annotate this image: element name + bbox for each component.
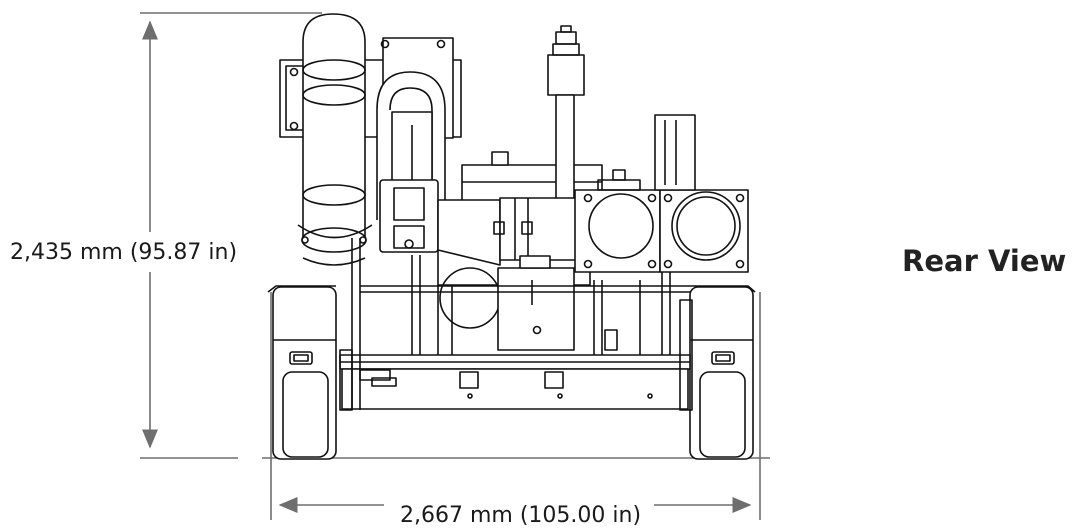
intake-pipe <box>297 13 373 266</box>
chassis-frame <box>339 238 693 411</box>
right-wheel <box>689 286 754 460</box>
left-wheel <box>272 286 337 460</box>
machine-outline <box>267 13 756 460</box>
connecting-duct <box>437 197 581 266</box>
pump-housing-right <box>654 114 749 273</box>
control-box <box>497 255 575 351</box>
view-title: Rear View <box>902 244 1067 278</box>
muffler-stack <box>547 25 585 216</box>
width-dimension-label: 2,667 mm (105.00 in) <box>394 503 648 528</box>
height-dimension-label: 2,435 mm (95.87 in) <box>8 240 240 265</box>
dimension-lines <box>140 12 770 520</box>
